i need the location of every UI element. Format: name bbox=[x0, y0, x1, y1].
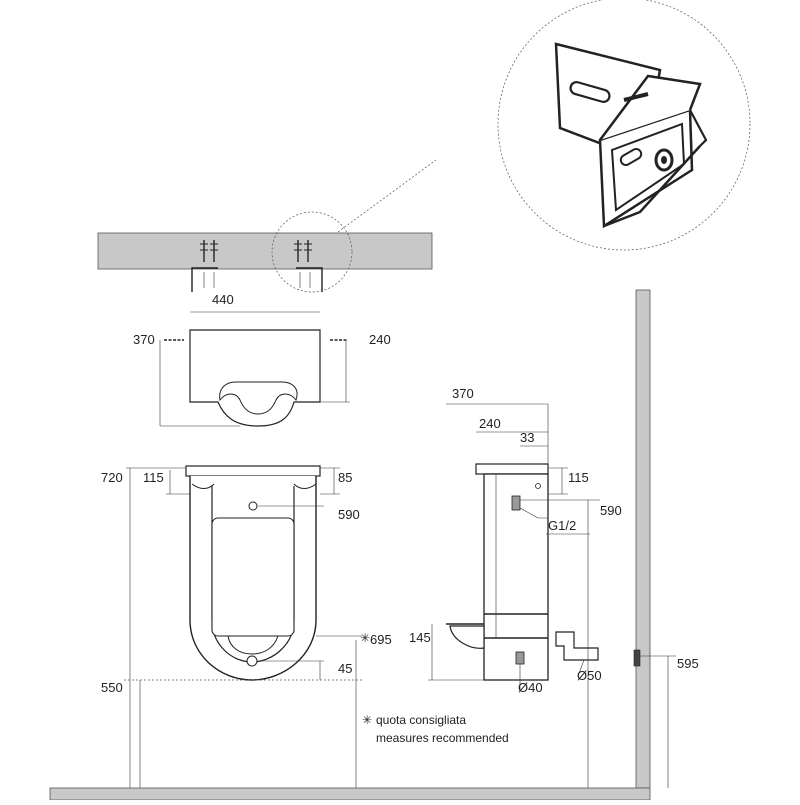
dim-front-inlet-height: 590 bbox=[338, 507, 360, 522]
dim-side-small: 33 bbox=[520, 430, 534, 445]
bracket-right bbox=[296, 267, 323, 292]
right-wall: 595 bbox=[633, 289, 699, 789]
dim-side-top-offset: 115 bbox=[568, 470, 589, 485]
wall-outlet bbox=[633, 649, 641, 667]
dim-wall-outlet-height: 595 bbox=[677, 656, 699, 671]
side-view: 370 240 33 Ø40 Ø50 115 590 bbox=[409, 386, 622, 800]
dim-top-depth-right: 240 bbox=[369, 332, 391, 347]
outlet-fitting bbox=[515, 651, 525, 665]
floor-section bbox=[49, 787, 651, 801]
dim-top-width: 440 bbox=[212, 292, 234, 307]
inlet-fitting bbox=[511, 495, 521, 511]
dim-front-rim-height: 695 bbox=[370, 632, 392, 647]
rim-note-symbol: ✳ bbox=[360, 631, 370, 645]
trap-pipe bbox=[555, 631, 599, 661]
dim-side-trap-diameter: Ø50 bbox=[577, 668, 602, 683]
note-line-1: quota consigliata bbox=[376, 713, 466, 727]
note-line-2: measures recommended bbox=[376, 731, 509, 745]
dim-front-top-offset: 115 bbox=[143, 470, 164, 485]
dim-front-outlet-offset: 45 bbox=[338, 661, 352, 676]
dim-front-side-offset: 85 bbox=[338, 470, 352, 485]
dim-side-back-depth: 240 bbox=[479, 416, 501, 431]
outlet-hole bbox=[246, 655, 258, 667]
dim-side-outlet-diameter: Ø40 bbox=[518, 680, 543, 695]
note-block: ✳ quota consigliata measures recommended bbox=[362, 713, 509, 745]
dim-side-inlet-thread: G1/2 bbox=[548, 518, 576, 533]
wall-plan-view bbox=[97, 211, 433, 293]
dim-side-bowl-height: 145 bbox=[409, 630, 431, 645]
wall-section bbox=[97, 232, 433, 270]
dim-top-depth-left: 370 bbox=[133, 332, 155, 347]
note-symbol: ✳ bbox=[362, 713, 372, 727]
dim-front-floor-height: 550 bbox=[101, 680, 123, 695]
wall-side-section bbox=[635, 289, 651, 789]
bowl-top-view: 440 370 240 bbox=[133, 292, 391, 427]
detail-callout-circle bbox=[271, 211, 353, 293]
dim-side-depth: 370 bbox=[452, 386, 474, 401]
side-bowl-lip bbox=[449, 625, 485, 649]
dim-side-inlet-height: 590 bbox=[600, 503, 622, 518]
inlet-hole bbox=[248, 501, 258, 511]
bracket-left bbox=[191, 267, 218, 292]
bowl-top-outline bbox=[189, 329, 321, 427]
dim-front-height: 720 bbox=[101, 470, 123, 485]
bracket-detail-view bbox=[337, 0, 751, 251]
front-view: 720 115 85 590 ✳ 695 45 550 bbox=[101, 465, 392, 788]
anchor-screws-left bbox=[200, 240, 218, 262]
anchor-screws-right bbox=[294, 240, 312, 262]
